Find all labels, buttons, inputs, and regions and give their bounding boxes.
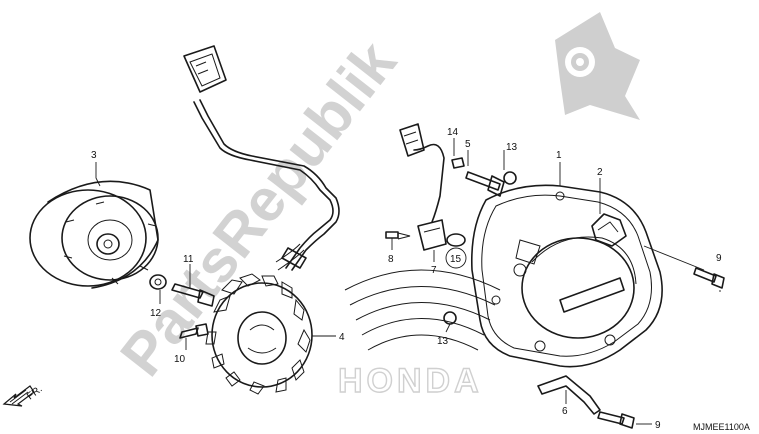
- bolt-9-lower: [597, 411, 635, 429]
- honda-logo: HONDA: [337, 269, 501, 401]
- honda-logo-text: HONDA: [338, 362, 483, 400]
- callout-4: 4: [339, 332, 345, 343]
- callout-3: 3: [91, 150, 97, 161]
- callout-6: 6: [562, 406, 568, 417]
- diagram-code: MJMEE1100A: [693, 422, 750, 432]
- nut-upper: [503, 171, 517, 185]
- gear-on-flag-icon: [555, 12, 640, 120]
- callout-labels: 1 2 3 4 5 6 7 8 9 9 10 11 12 13 13 14 15: [91, 127, 722, 431]
- callout-9-lower: 9: [655, 420, 661, 431]
- callout-11: 11: [183, 254, 194, 265]
- callout-15-circle: [445, 247, 467, 269]
- wire-clip: [537, 375, 601, 415]
- bolt-9-upper: [693, 267, 725, 289]
- direction-label: FR.: [25, 384, 44, 403]
- crankcase-cover: [470, 184, 663, 368]
- washer: [149, 274, 167, 290]
- callout-13-lower: 13: [437, 336, 449, 347]
- callout-10: 10: [174, 354, 186, 365]
- o-ring: [446, 233, 466, 247]
- bolt-8: [385, 231, 411, 240]
- honda-wing-icon: [344, 269, 501, 351]
- callout-15: 15: [450, 254, 462, 265]
- callout-13-upper: 13: [506, 142, 518, 153]
- stator-wiring-harness: [183, 45, 340, 271]
- flange-bolt: [171, 283, 215, 307]
- callout-8: 8: [388, 254, 394, 265]
- front-arrow-icon: [2, 385, 35, 407]
- callout-14: 14: [447, 127, 459, 138]
- flywheel-rotor: [29, 180, 159, 289]
- leader-lines: [95, 138, 721, 425]
- callout-9-upper: 9: [716, 253, 722, 264]
- callout-1: 1: [556, 150, 562, 161]
- callout-5: 5: [465, 139, 471, 150]
- front-direction-indicator: FR.: [2, 384, 45, 407]
- stator-coil: [205, 273, 313, 395]
- callout-2: 2: [597, 167, 603, 178]
- cover-fitting: [591, 213, 627, 247]
- callout-12: 12: [150, 308, 162, 319]
- pulse-generator: [399, 123, 447, 251]
- callout-7: 7: [431, 265, 437, 276]
- wire-clamp: [465, 171, 505, 197]
- bolt-14: [451, 157, 465, 169]
